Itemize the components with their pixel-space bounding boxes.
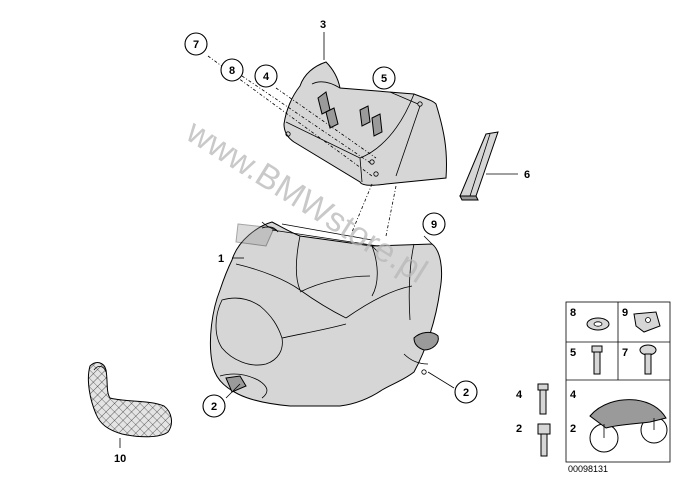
motorcycle-icon [589, 399, 668, 453]
trim-strip [459, 131, 499, 201]
callout-2a-label: 2 [211, 401, 217, 413]
label-3: 3 [320, 19, 326, 31]
callout-2a: 2 [202, 394, 226, 418]
label-6: 6 [524, 169, 530, 181]
callout-7: 7 [184, 32, 208, 56]
legend-side-label-2: 2 [516, 423, 522, 435]
legend-label-9: 9 [622, 307, 628, 319]
legend-label-2: 2 [570, 423, 576, 435]
label-1: 1 [218, 253, 224, 265]
callout-9: 9 [422, 212, 446, 236]
legend-label-5: 5 [570, 347, 576, 359]
label-10: 10 [114, 453, 126, 465]
parts-legend: 8 9 5 7 4 2 [537, 301, 671, 463]
catalog-number: 00098131 [568, 464, 608, 474]
legend-label-7: 7 [622, 347, 628, 359]
windshield [283, 61, 447, 186]
callout-9-label: 9 [431, 219, 437, 231]
callout-8-label: 8 [229, 65, 235, 77]
front-fairing [209, 221, 443, 407]
callout-2b-label: 2 [463, 387, 469, 399]
callout-8: 8 [220, 58, 244, 82]
callout-4-label: 4 [263, 71, 270, 83]
legend-side-label-4: 4 [516, 389, 523, 401]
legend-label-8: 8 [570, 307, 576, 319]
callout-4: 4 [254, 64, 278, 88]
legend-label-4: 4 [570, 389, 577, 401]
callout-2b: 2 [454, 380, 478, 404]
callout-7-label: 7 [193, 39, 199, 51]
callout-5: 5 [372, 66, 396, 90]
callout-5-label: 5 [381, 73, 387, 85]
mesh-panel [87, 362, 172, 438]
